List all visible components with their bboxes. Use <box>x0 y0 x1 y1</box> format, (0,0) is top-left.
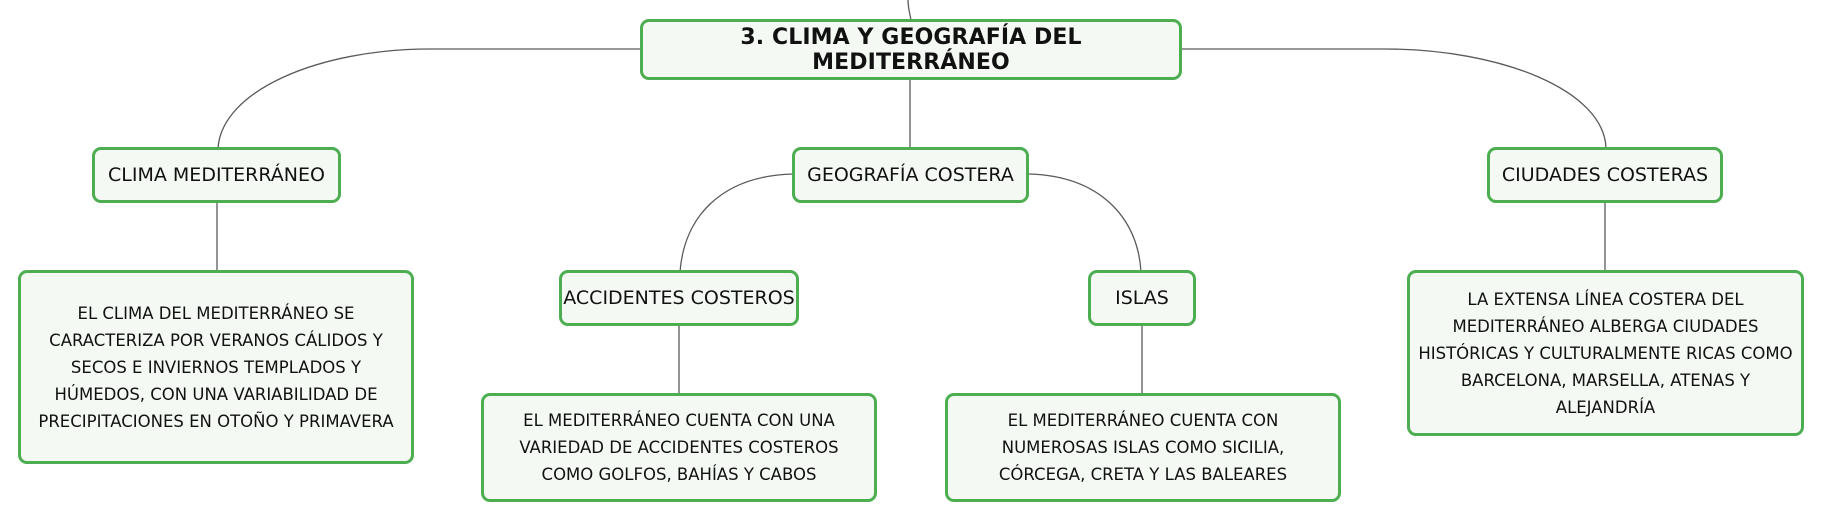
topic-islas-label: ISLAS <box>1115 287 1169 309</box>
root-topic[interactable]: 3. CLIMA Y GEOGRAFÍA DEL MEDITERRÁNEO <box>640 19 1182 80</box>
topic-ciudades-label: CIUDADES COSTERAS <box>1501 164 1709 186</box>
topic-geografia-costera[interactable]: GEOGRAFÍA COSTERA <box>792 147 1029 203</box>
connector-geografia-to-islas <box>1028 173 1142 273</box>
topic-islas[interactable]: ISLAS <box>1088 270 1196 326</box>
detail-accidentes[interactable]: EL MEDITERRÁNEO CUENTA CON UNA VARIEDAD … <box>481 393 877 502</box>
connector-geografia-to-accidentes <box>679 173 794 273</box>
connector-root-to-clima <box>217 48 642 149</box>
topic-clima-mediterraneo[interactable]: CLIMA MEDITERRÁNEO <box>92 147 341 203</box>
connector-parent-to-root <box>907 0 912 21</box>
detail-islas[interactable]: EL MEDITERRÁNEO CUENTA CON NUMEROSAS ISL… <box>945 393 1341 502</box>
topic-accidentes-label: ACCIDENTES COSTEROS <box>563 287 795 309</box>
topic-ciudades-costeras[interactable]: CIUDADES COSTERAS <box>1487 147 1723 203</box>
detail-clima-text: EL CLIMA DEL MEDITERRÁNEO SE CARACTERIZA… <box>38 303 394 431</box>
topic-clima-label: CLIMA MEDITERRÁNEO <box>108 164 325 186</box>
detail-ciudades[interactable]: LA EXTENSA LÍNEA COSTERA DEL MEDITERRÁNE… <box>1407 270 1804 436</box>
detail-clima[interactable]: EL CLIMA DEL MEDITERRÁNEO SE CARACTERIZA… <box>18 270 414 464</box>
topic-accidentes-costeros[interactable]: ACCIDENTES COSTEROS <box>559 270 799 326</box>
topic-geografia-label: GEOGRAFÍA COSTERA <box>807 164 1014 186</box>
detail-ciudades-text: LA EXTENSA LÍNEA COSTERA DEL MEDITERRÁNE… <box>1418 289 1793 417</box>
detail-islas-text: EL MEDITERRÁNEO CUENTA CON NUMEROSAS ISL… <box>998 411 1288 484</box>
detail-accidentes-text: EL MEDITERRÁNEO CUENTA CON UNA VARIEDAD … <box>519 411 839 484</box>
connector-root-to-ciudades <box>1181 48 1607 149</box>
root-topic-label: 3. CLIMA Y GEOGRAFÍA DEL MEDITERRÁNEO <box>740 24 1082 75</box>
